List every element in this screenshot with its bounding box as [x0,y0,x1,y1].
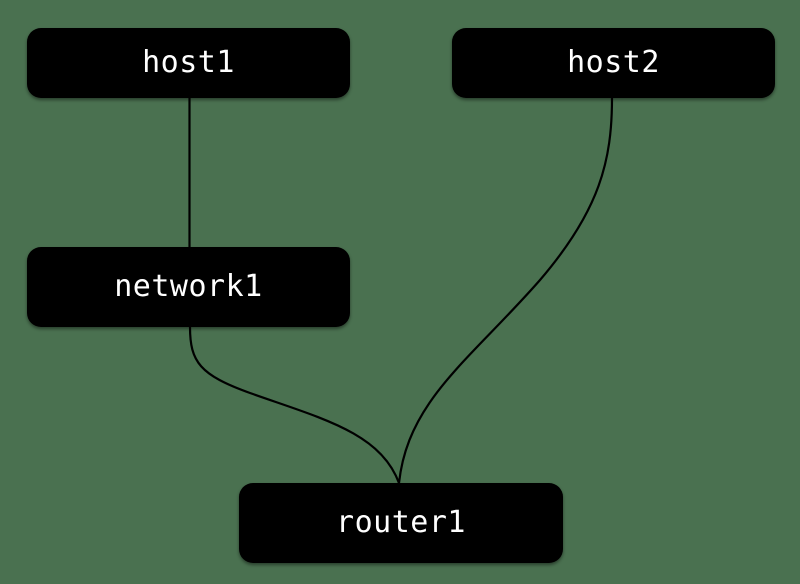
edge-network1-to-router1 [188,326,401,484]
node-router1[interactable]: router1 [239,483,563,563]
node-host2-label: host2 [567,45,660,80]
node-host1[interactable]: host1 [27,28,350,98]
node-host2[interactable]: host2 [452,28,775,98]
node-network1[interactable]: network1 [27,247,350,327]
node-router1-label: router1 [336,505,466,540]
node-host1-label: host1 [142,45,235,80]
edge-host2-to-router1 [397,97,614,484]
node-network1-label: network1 [114,269,263,304]
